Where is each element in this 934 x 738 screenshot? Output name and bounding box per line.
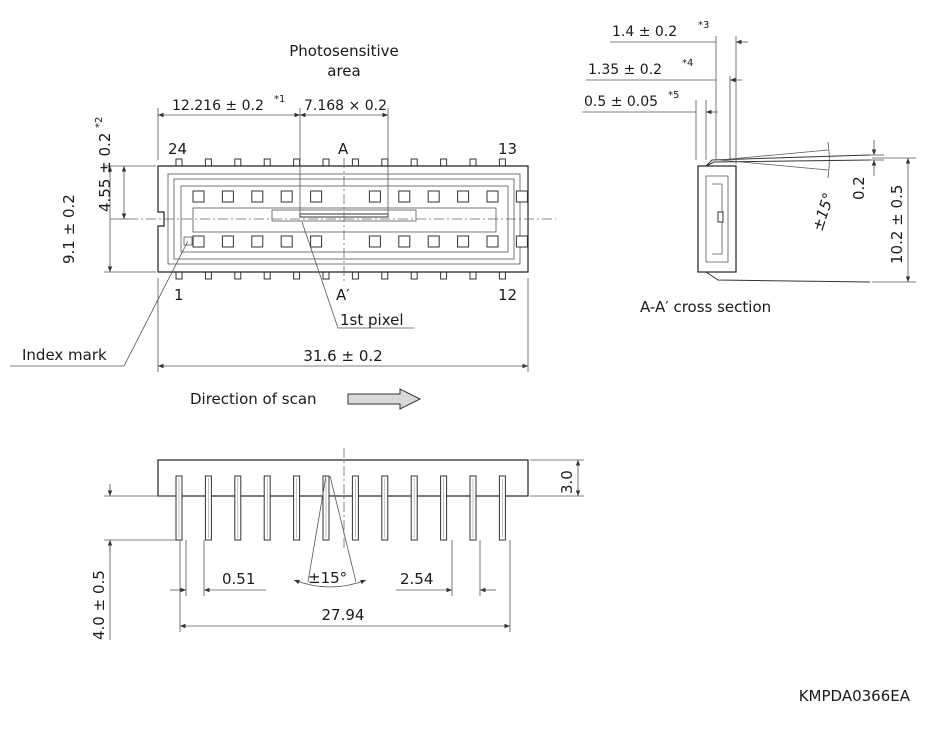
side-view: ±15° 3.0 4.0 ± 0.5 0.51 2.54 27.94 bbox=[90, 448, 584, 640]
pad-top bbox=[515, 190, 528, 203]
cs-dim-height: 10.2 ± 0.5 bbox=[888, 185, 906, 264]
cs-body bbox=[697, 165, 737, 273]
cs-caption: A-A′ cross section bbox=[640, 298, 771, 316]
pad-top bbox=[398, 190, 411, 203]
scan-label: Direction of scan bbox=[190, 390, 317, 408]
side-leads bbox=[175, 475, 506, 541]
pad-top bbox=[221, 190, 234, 203]
top-view: Photosensitive area 24 13 1 12 A A′ 12.2… bbox=[10, 42, 556, 410]
section-label-a-prime: A′ bbox=[336, 286, 350, 304]
cs-dim-b-note: *4 bbox=[682, 58, 693, 69]
photosensitive-label: Photosensitive bbox=[289, 42, 398, 60]
pad-bottom bbox=[398, 235, 411, 248]
cs-dim-thickness: 0.2 bbox=[850, 176, 868, 200]
pad-bottom bbox=[280, 235, 293, 248]
section-label-a: A bbox=[338, 140, 349, 158]
index-mark-label: Index mark bbox=[22, 346, 107, 364]
side-body bbox=[157, 459, 529, 497]
cs-dim-angle: ±15° bbox=[809, 190, 838, 233]
cs-dim-a-note: *3 bbox=[698, 20, 709, 31]
pad-top bbox=[457, 190, 470, 203]
side-dim-height: 3.0 bbox=[558, 470, 576, 494]
side-dim-span: 27.94 bbox=[322, 606, 365, 624]
cross-section-view: ±15° 1.4 ± 0.2 *3 1.35 ± 0.2 *4 0.5 ± 0.… bbox=[582, 20, 916, 316]
photosensitive-label-2: area bbox=[327, 62, 360, 80]
dim-area: 7.168 × 0.2 bbox=[304, 98, 387, 114]
drawing-code: KMPDA0366EA bbox=[799, 687, 911, 705]
pad-top bbox=[427, 190, 440, 203]
pad-bottom bbox=[427, 235, 440, 248]
pad-top bbox=[280, 190, 293, 203]
cs-dim-c: 0.5 ± 0.05 bbox=[584, 94, 658, 110]
pad-bottom bbox=[457, 235, 470, 248]
pad-top bbox=[310, 190, 323, 203]
pad-bottom bbox=[515, 235, 528, 248]
pad-bottom bbox=[251, 235, 264, 248]
pad-bottom bbox=[486, 235, 499, 248]
side-dim-angle: ±15° bbox=[308, 569, 347, 587]
dim-length: 31.6 ± 0.2 bbox=[303, 347, 382, 365]
cs-chip bbox=[717, 211, 724, 223]
dim-offset-note: *1 bbox=[274, 94, 285, 105]
pad-top bbox=[192, 190, 205, 203]
pad-bottom bbox=[221, 235, 234, 248]
pad-row-bottom bbox=[192, 235, 528, 248]
index-mark bbox=[183, 236, 193, 246]
pad-bottom bbox=[368, 235, 381, 248]
dim-offset: 12.216 ± 0.2 bbox=[172, 98, 264, 114]
pad-bottom bbox=[192, 235, 205, 248]
chip-window bbox=[192, 207, 497, 233]
dim-width: 9.1 ± 0.2 bbox=[60, 194, 78, 264]
pad-bottom bbox=[310, 235, 323, 248]
cs-dim-b: 1.35 ± 0.2 bbox=[588, 62, 662, 78]
cs-dim-a: 1.4 ± 0.2 bbox=[612, 24, 677, 40]
dim-vert-offset: 4.55 ± 0.2 bbox=[96, 133, 114, 212]
first-pixel-label: 1st pixel bbox=[340, 311, 404, 329]
pin-label-12: 12 bbox=[498, 286, 517, 304]
pin-label-13: 13 bbox=[498, 140, 517, 158]
pad-top bbox=[486, 190, 499, 203]
side-dim-lead-width: 0.51 bbox=[222, 570, 255, 588]
scan-arrow-icon bbox=[347, 388, 422, 410]
side-dim-lead-length: 4.0 ± 0.5 bbox=[90, 570, 108, 640]
pin-label-24: 24 bbox=[168, 140, 187, 158]
cs-dim-c-note: *5 bbox=[668, 90, 679, 101]
pad-top bbox=[368, 190, 381, 203]
dim-vert-offset-note: *2 bbox=[94, 117, 105, 128]
side-dim-pitch: 2.54 bbox=[400, 570, 433, 588]
pad-row-top bbox=[192, 190, 528, 203]
pad-top bbox=[251, 190, 264, 203]
pin-label-1: 1 bbox=[174, 286, 184, 304]
